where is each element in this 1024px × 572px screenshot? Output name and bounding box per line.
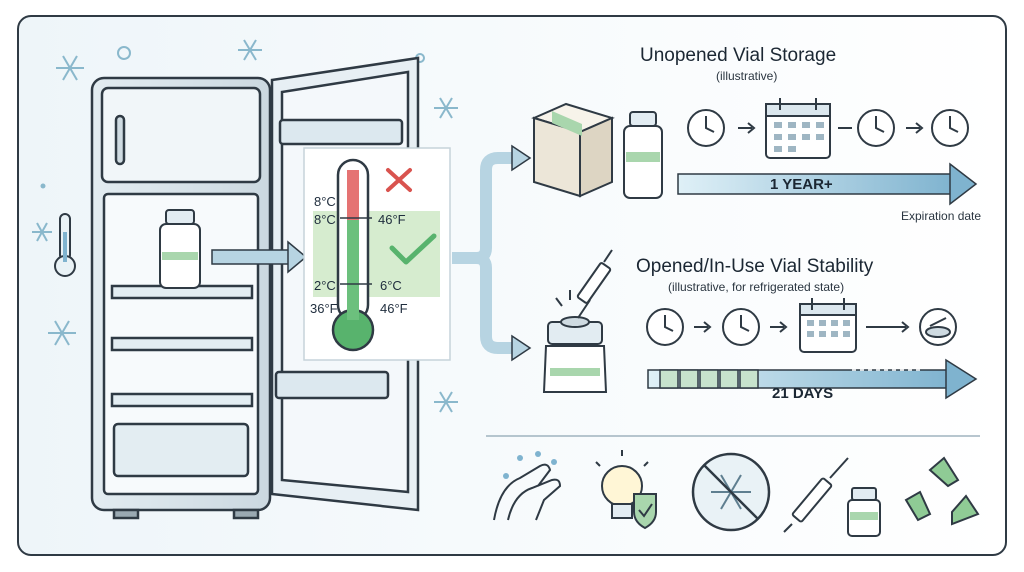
lightbulb-shield-icon xyxy=(595,450,657,530)
temp-upper-f: 46°F xyxy=(378,212,406,227)
storage-subtitle: (illustrative) xyxy=(716,69,778,83)
syringe-icon xyxy=(555,249,613,319)
refrigerator xyxy=(90,76,272,520)
clock-icon xyxy=(646,308,684,346)
in-use-subtitle: (illustrative, for refrigerated state) xyxy=(668,280,845,294)
no-freeze-icon xyxy=(691,452,771,532)
calendar-icon xyxy=(765,98,831,159)
discard-vial-icon xyxy=(919,308,957,346)
flow-arrow xyxy=(211,240,308,274)
temp-lower-f-left: 36°F xyxy=(310,301,338,316)
storage-duration-bar xyxy=(677,162,978,206)
cross-icon xyxy=(386,168,412,192)
clock-icon xyxy=(722,308,760,346)
temp-lower-f-right: 46°F xyxy=(380,301,408,316)
in-use-duration-label: 21 DAYS xyxy=(772,385,834,402)
check-icon xyxy=(389,233,437,265)
clock-icon xyxy=(857,109,895,147)
in-use-title: Opened/In-Use Vial Stability xyxy=(636,256,874,277)
storage-duration-label: 1 YEAR+ xyxy=(770,176,833,193)
temp-lower-c-right: 6°C xyxy=(380,278,402,293)
temp-upper-c: 8°C xyxy=(314,212,336,227)
recycle-icon xyxy=(904,456,980,526)
clock-icon xyxy=(687,109,725,147)
syringe-vial-icon xyxy=(783,457,881,537)
thermometer-icon xyxy=(54,213,76,277)
calendar-icon xyxy=(799,298,857,353)
snowflake-icon xyxy=(32,39,458,413)
expiration-date-label: Expiration date xyxy=(901,209,982,223)
vial-in-fridge xyxy=(159,209,201,289)
thermometer-card xyxy=(303,147,451,361)
storage-title: Unopened Vial Storage xyxy=(640,45,837,66)
temp-upper-c-top: 8°C xyxy=(314,194,336,209)
clock-icon xyxy=(931,109,969,147)
package-box xyxy=(531,102,615,198)
in-use-duration-bar xyxy=(647,358,978,400)
vial-icon xyxy=(623,111,663,199)
temp-lower-c-left: 2°C xyxy=(314,278,336,293)
branch-arrows xyxy=(452,144,532,362)
opened-vial xyxy=(542,316,608,393)
hand-washing-icon xyxy=(493,451,562,521)
